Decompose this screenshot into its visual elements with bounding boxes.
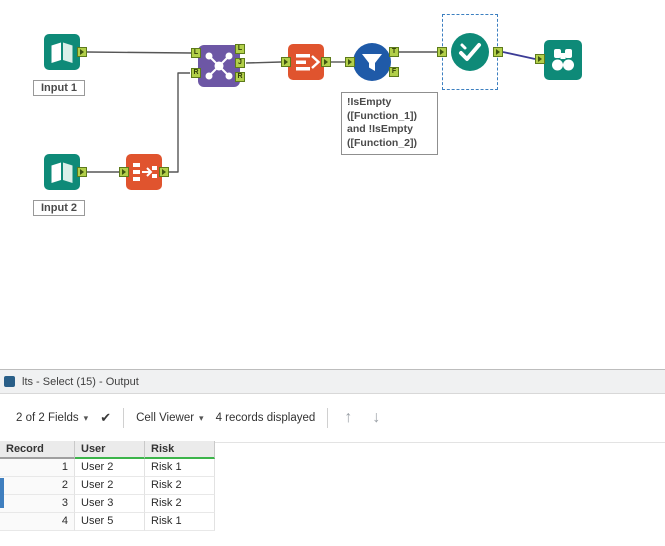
output-anchor[interactable] <box>159 167 169 177</box>
table-row[interactable]: 1 User 2 Risk 1 <box>0 459 215 477</box>
filter-tool[interactable] <box>352 42 392 82</box>
filter-expression-annotation: !IsEmpty ([Function_1]) and !IsEmpty ([F… <box>341 92 438 155</box>
cell-viewer-dropdown[interactable]: Cell Viewer ▾ <box>136 412 203 424</box>
rows-arrow-icon <box>288 44 324 80</box>
browse-tool[interactable] <box>544 40 582 80</box>
join-output-anchor-l[interactable]: L <box>235 44 245 54</box>
filter-funnel-icon <box>353 43 391 81</box>
results-panel: lts - Select (15) - Output 2 of 2 Fields… <box>0 369 665 546</box>
records-count-text: 4 records displayed <box>215 412 316 424</box>
cell-viewer-label: Cell Viewer <box>136 412 195 424</box>
input-data-icon <box>44 34 80 70</box>
record-cell: 4 <box>0 513 75 531</box>
user-cell: User 3 <box>75 495 145 513</box>
binoculars-icon <box>544 40 582 80</box>
input-anchor[interactable] <box>535 54 545 64</box>
next-record-arrow-icon[interactable]: ↓ <box>372 409 381 426</box>
input-anchor[interactable] <box>437 47 447 57</box>
join-output-anchor-j[interactable]: J <box>235 58 245 68</box>
connection[interactable] <box>245 61 282 64</box>
output-anchor[interactable] <box>77 167 87 177</box>
toolbar-separator <box>327 408 329 428</box>
user-cell: User 5 <box>75 513 145 531</box>
join-icon <box>198 45 240 87</box>
column-header-risk[interactable]: Risk <box>145 441 215 459</box>
table-row[interactable]: 2 User 2 Risk 2 <box>0 477 215 495</box>
fields-dropdown[interactable]: 2 of 2 Fields ▾ <box>16 412 88 424</box>
join-input-anchor-right[interactable]: R <box>191 68 201 78</box>
user-cell: User 2 <box>75 459 145 477</box>
record-cell: 2 <box>0 477 75 495</box>
connection[interactable] <box>86 51 192 54</box>
results-toolbar: 2 of 2 Fields ▾ ✔ Cell Viewer ▾ 4 record… <box>0 394 665 443</box>
rows-split-icon <box>126 154 162 190</box>
join-input-anchor-left[interactable]: L <box>191 48 201 58</box>
join-tool[interactable] <box>198 45 240 87</box>
connection[interactable] <box>169 72 190 173</box>
filter-output-anchor-false[interactable]: F <box>389 67 399 77</box>
results-table: Record User Risk 1 User 2 Risk 1 2 User … <box>0 441 215 531</box>
table-row[interactable]: 4 User 5 Risk 1 <box>0 513 215 531</box>
column-header-user[interactable]: User <box>75 441 145 459</box>
results-panel-header[interactable]: lts - Select (15) - Output <box>0 370 665 394</box>
arrange-tool[interactable] <box>288 44 324 80</box>
previous-record-arrow-icon[interactable]: ↑ <box>344 409 353 426</box>
input-data-tool-2[interactable] <box>44 154 80 190</box>
input-anchor[interactable] <box>119 167 129 177</box>
output-anchor[interactable] <box>77 47 87 57</box>
input-data-icon <box>44 154 80 190</box>
select-check-icon <box>451 33 489 71</box>
row-selection-indicator <box>0 478 4 508</box>
anchor-arrow-icon <box>284 59 288 65</box>
text-to-columns-tool[interactable] <box>126 154 162 190</box>
input-data-tool-1[interactable] <box>44 34 80 70</box>
risk-cell: Risk 2 <box>145 477 215 495</box>
anchor-arrow-icon <box>538 56 542 62</box>
record-cell: 1 <box>0 459 75 477</box>
user-cell: User 2 <box>75 477 145 495</box>
toolbar-separator <box>123 408 125 428</box>
output-anchor[interactable] <box>321 57 331 67</box>
filter-output-anchor-true[interactable]: T <box>389 47 399 57</box>
table-header-row: Record User Risk <box>0 441 215 459</box>
risk-cell: Risk 1 <box>145 513 215 531</box>
anchor-arrow-icon <box>122 169 126 175</box>
anchor-arrow-icon <box>324 59 328 65</box>
risk-cell: Risk 1 <box>145 459 215 477</box>
anchor-arrow-icon <box>348 59 352 65</box>
anchor-arrow-icon <box>162 169 166 175</box>
column-header-record[interactable]: Record <box>0 441 75 459</box>
output-anchor[interactable] <box>493 47 503 57</box>
fields-dropdown-label: 2 of 2 Fields <box>16 412 79 424</box>
risk-cell: Risk 2 <box>145 495 215 513</box>
select-tool[interactable] <box>450 32 490 72</box>
tool-label-input1[interactable]: Input 1 <box>33 80 86 96</box>
chevron-down-icon: ▾ <box>199 412 204 423</box>
input-anchor[interactable] <box>281 57 291 67</box>
results-panel-icon <box>4 376 15 387</box>
join-output-anchor-r[interactable]: R <box>235 72 245 82</box>
anchor-arrow-icon <box>496 49 500 55</box>
record-cell: 3 <box>0 495 75 513</box>
connection-selected[interactable] <box>502 51 536 60</box>
anchor-arrow-icon <box>80 49 84 55</box>
anchor-arrow-icon <box>80 169 84 175</box>
apply-check-icon[interactable]: ✔ <box>100 410 112 425</box>
chevron-down-icon: ▾ <box>83 412 89 423</box>
input-anchor[interactable] <box>345 57 355 67</box>
workflow-canvas[interactable]: Input 1 Input 2 <box>0 0 665 369</box>
anchor-arrow-icon <box>440 49 444 55</box>
tool-label-input2[interactable]: Input 2 <box>33 200 86 216</box>
results-panel-title: lts - Select (15) - Output <box>22 375 139 388</box>
table-row[interactable]: 3 User 3 Risk 2 <box>0 495 215 513</box>
